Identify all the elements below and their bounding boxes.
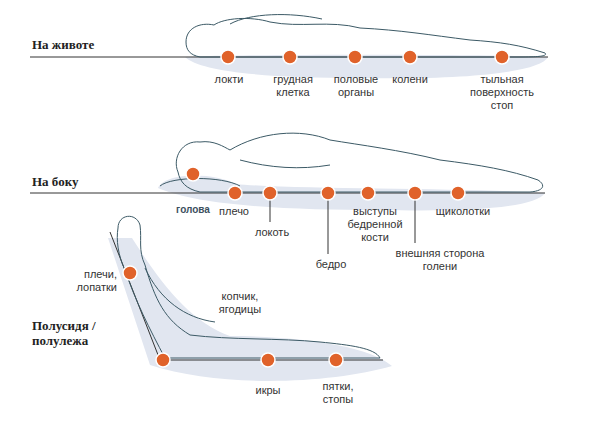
body-part-label: плечо [210, 205, 258, 218]
pressure-dot [451, 186, 465, 200]
body-part-label: внешняя сторона голени [393, 247, 488, 273]
leader-line [328, 200, 329, 254]
pressure-dot [156, 353, 170, 367]
pressure-dot [403, 50, 417, 64]
pressure-dot [261, 353, 275, 367]
pressure-dot [263, 186, 277, 200]
pressure-dot [495, 50, 509, 64]
leader-line [415, 200, 416, 243]
pressure-dot [283, 50, 297, 64]
shadow [108, 238, 392, 381]
body-part-label: локти [199, 73, 259, 86]
arm-outline [240, 160, 330, 168]
pressure-dot [221, 50, 235, 64]
pressure-dot [123, 266, 137, 280]
pressure-dot [186, 167, 200, 181]
surface-line [30, 193, 545, 194]
body-part-label: голова [168, 203, 218, 216]
section-title: На боку [32, 174, 142, 189]
pressure-dot [361, 186, 375, 200]
body-outline [176, 133, 542, 192]
body-part-label: грудная клетка [265, 73, 321, 99]
body-part-label: щиколотки [428, 205, 498, 218]
pressure-dot [408, 186, 422, 200]
pressure-dot [329, 353, 343, 367]
body-part-label: пятки, стопы [313, 380, 363, 406]
body-part-label: половые органы [326, 73, 386, 99]
section-title: Полусидя / полулежа [32, 318, 117, 348]
body-part-label: колени [380, 73, 440, 86]
arm-outline [230, 15, 322, 24]
leader-line [270, 200, 271, 222]
pressure-dot [228, 186, 242, 200]
pressure-dot [321, 186, 335, 200]
body-part-label: бедро [306, 258, 356, 271]
body-part-label: плечи, лопатки [47, 268, 117, 294]
pillow-outline [160, 179, 240, 187]
body-part-label: тыльная поверхность стоп [463, 73, 541, 112]
pressure-dot [348, 50, 362, 64]
body-outline [186, 18, 546, 57]
body-outline [117, 216, 380, 358]
section-title: На животе [32, 37, 162, 52]
body-part-label: выступы бедренной кости [344, 205, 406, 244]
body-part-label: локоть [247, 226, 297, 239]
body-part-label: копчик, ягодицы [209, 290, 271, 316]
pressure-dots [123, 50, 509, 367]
body-part-label: икры [243, 384, 293, 397]
arm-outline [145, 268, 215, 322]
